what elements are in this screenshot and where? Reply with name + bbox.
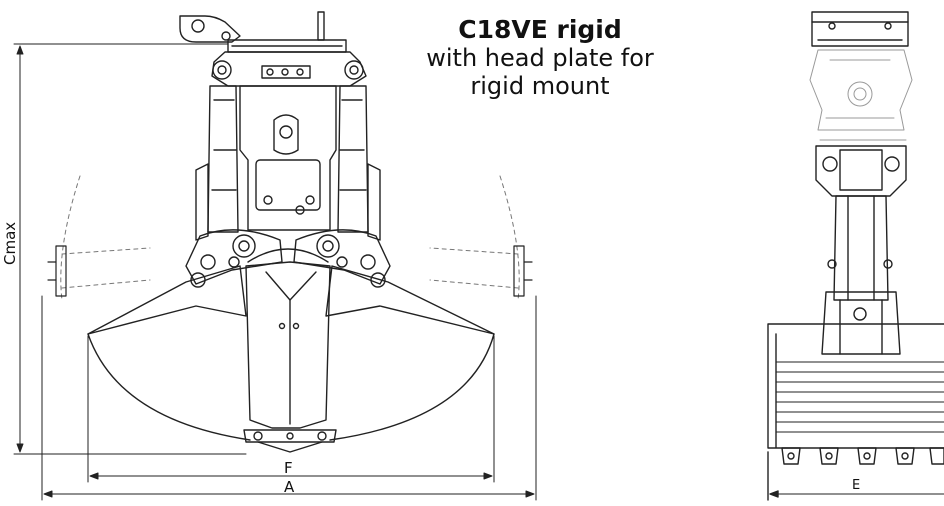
- side-head-plate: [811, 11, 909, 47]
- head-plate-bracket: [317, 11, 325, 41]
- cmax-label: Cmax: [1, 221, 19, 265]
- side-view-grab: [767, 11, 944, 501]
- side-rotator: [809, 49, 913, 131]
- left-pivot-plate: [185, 229, 283, 285]
- top-link-hole-2: [221, 31, 231, 41]
- side-cylinders: [833, 195, 889, 301]
- side-bucket-ribs: [775, 361, 944, 433]
- f-label: F: [284, 459, 293, 477]
- right-cylinder: [337, 85, 369, 233]
- a-label: A: [284, 478, 295, 496]
- title-block: C18VE rigid with head plate for rigid mo…: [400, 15, 680, 101]
- left-cylinder: [207, 85, 239, 233]
- model-subtitle-line-1: with head plate for: [426, 44, 654, 72]
- side-bucket: [767, 323, 944, 449]
- central-blades: [245, 261, 331, 429]
- right-shell-arm: [325, 265, 495, 335]
- side-lower-structure: [821, 291, 901, 355]
- left-shell-arm: [87, 265, 247, 335]
- top-link-hole: [191, 19, 205, 33]
- rotator-body: [211, 51, 367, 87]
- open-position-outline: [60, 175, 520, 301]
- dimension-lines: [13, 43, 537, 501]
- model-title: C18VE rigid: [458, 15, 622, 44]
- central-frame: [239, 85, 337, 231]
- side-teeth: [781, 447, 944, 465]
- model-subtitle-line-2: rigid mount: [470, 72, 610, 100]
- teeth-assembly: [243, 429, 337, 443]
- top-link: [179, 15, 241, 43]
- right-pivot-plate: [293, 229, 391, 285]
- open-position-teeth: [47, 245, 533, 297]
- front-view-grab: [87, 11, 495, 453]
- side-upper-body: [815, 145, 907, 197]
- grab-bowl: [87, 333, 251, 441]
- e-label: E: [852, 478, 861, 493]
